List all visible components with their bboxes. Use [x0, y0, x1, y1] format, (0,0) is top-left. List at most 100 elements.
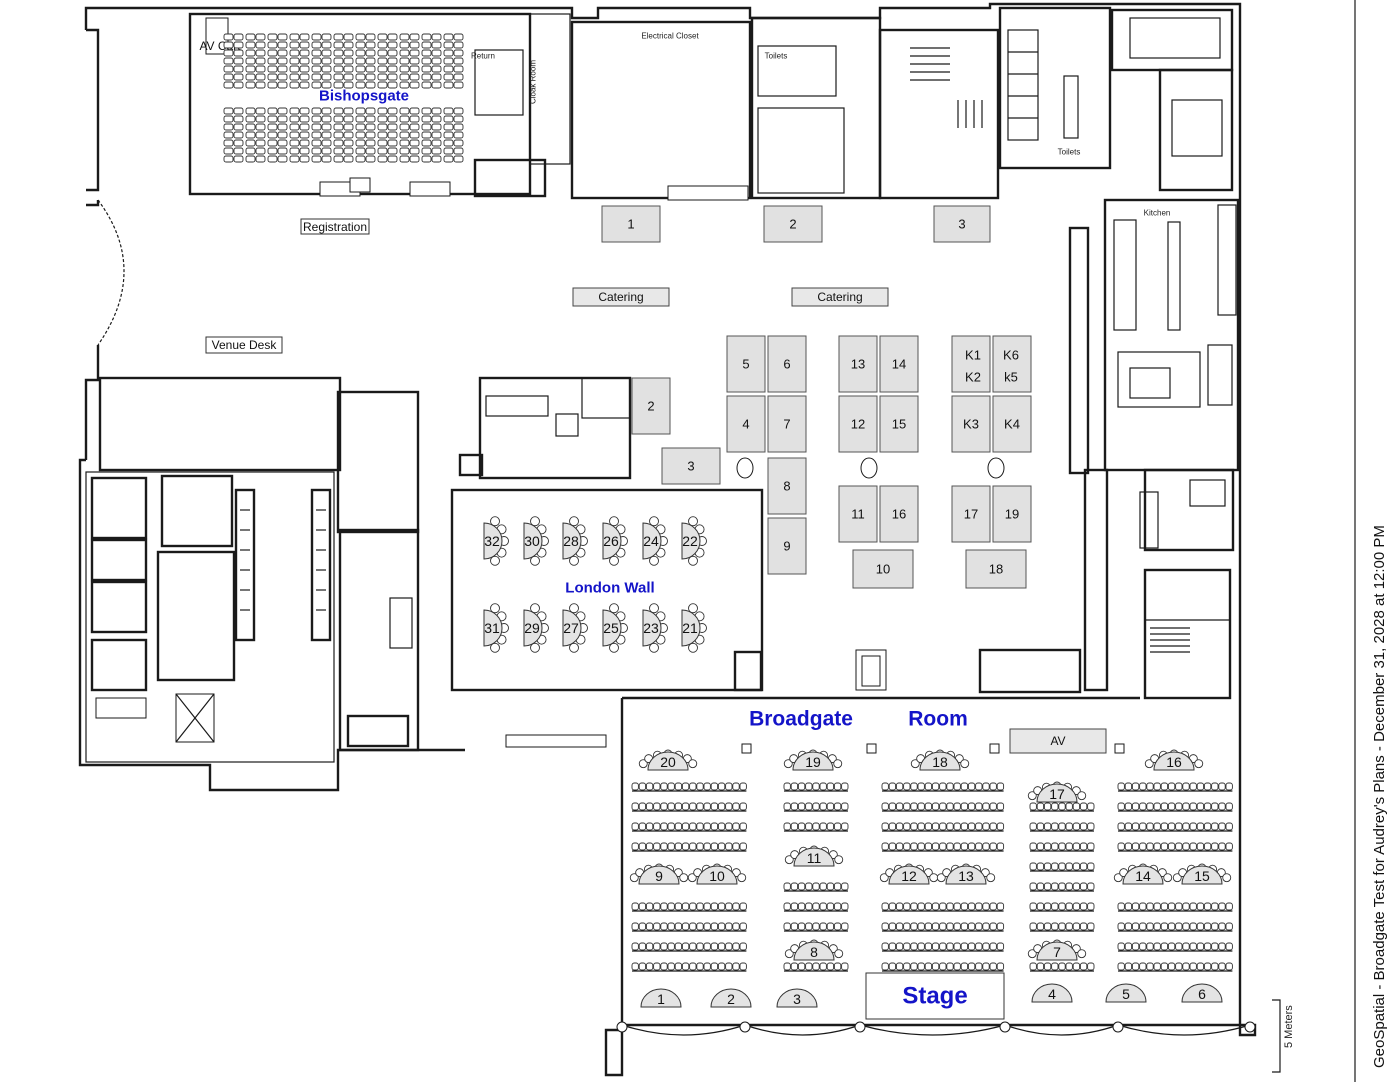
table-number: 26	[603, 533, 619, 549]
bishopsgate-room-name: Bishopsgate	[319, 88, 409, 105]
broadgate-table: 7	[1027, 939, 1087, 961]
table-number: 13	[958, 868, 974, 884]
booth-label: 4	[742, 417, 749, 432]
left-wing	[85, 376, 607, 763]
broadgate-table: 3	[776, 988, 818, 1008]
broadgate-seating-rows	[631, 782, 1233, 972]
table-number: 19	[805, 754, 821, 770]
booth-label: 7	[783, 417, 790, 432]
outer-walls	[78, 2, 1257, 1077]
booth-label: 2	[647, 399, 654, 414]
seat-row	[1117, 822, 1233, 832]
av-label: AV	[1050, 734, 1065, 748]
broadgate-table: 12	[879, 863, 939, 885]
seat-row	[783, 962, 849, 972]
booth-label: 9	[783, 539, 790, 554]
registration-label: Registration	[303, 220, 367, 234]
booth-K3: K3	[951, 395, 991, 453]
booth-label: 15	[892, 417, 906, 432]
booth-18: 18	[965, 549, 1027, 589]
kitchen	[1068, 198, 1240, 475]
london-wall-room-name: London Wall	[565, 580, 654, 597]
scale-bar: 5 Meters	[1272, 999, 1295, 1073]
seat-row	[1029, 962, 1095, 972]
seat-row	[783, 882, 849, 892]
booth-3: 3	[933, 205, 991, 243]
booth-label-K2: K2	[965, 370, 981, 385]
booth-label: 10	[876, 562, 890, 577]
electrical-closet	[570, 20, 752, 200]
seat-row	[631, 822, 747, 832]
seat-row	[1029, 922, 1095, 932]
booth-label: 5	[742, 357, 749, 372]
seat-row	[631, 942, 747, 952]
stage-label: Stage	[902, 983, 967, 1010]
london-wall-table: 29	[523, 603, 549, 653]
seat-row	[783, 902, 849, 912]
table-number: 16	[1166, 754, 1182, 770]
table-number: 3	[793, 991, 801, 1007]
table-number: 6	[1198, 986, 1206, 1002]
booth-19: 19	[992, 485, 1032, 543]
escalators	[234, 488, 332, 642]
electrical-closet-label: Electrical Closet	[641, 32, 699, 41]
toilets-label-2: Toilets	[1058, 148, 1081, 157]
broadgate-table: 4	[1031, 983, 1073, 1003]
booth-label: 17	[964, 507, 978, 522]
seat-row	[1117, 802, 1233, 812]
booth-K4: K4	[992, 395, 1032, 453]
london-wall-table: 21	[681, 603, 707, 653]
booth-label: 6	[783, 357, 790, 372]
booth-label: 3	[687, 459, 694, 474]
table-number: 22	[682, 533, 698, 549]
broadgate-table: 11	[784, 845, 844, 867]
seat-row	[1029, 822, 1095, 832]
table-number: 12	[901, 868, 917, 884]
broadgate-table: 9	[629, 863, 689, 885]
cocktail-table	[860, 457, 878, 479]
seat-row	[1117, 922, 1233, 932]
booth-label-K6: K6	[1003, 348, 1019, 363]
seat-row	[631, 902, 747, 912]
broadgate-table: 15	[1172, 863, 1232, 885]
booth-2: 2	[763, 205, 823, 243]
seat-row	[881, 902, 1005, 912]
table-number: 2	[727, 991, 735, 1007]
london-wall-table: 25	[602, 603, 628, 653]
table-number: 7	[1053, 944, 1061, 960]
bottom-scallop-wall	[616, 1021, 1256, 1036]
booth-label: 13	[851, 357, 865, 372]
seat-row	[1117, 842, 1233, 852]
booth-12: 12	[838, 395, 878, 453]
cocktail-table	[987, 457, 1005, 479]
table-number: 4	[1048, 986, 1056, 1002]
seat-row	[783, 782, 849, 792]
broadgate-table: 6	[1181, 983, 1223, 1003]
seat-row	[1117, 902, 1233, 912]
broadgate-table: 14	[1113, 863, 1173, 885]
venue-desk-label: Venue Desk	[212, 338, 278, 352]
booth-15: 15	[879, 395, 919, 453]
room-labels: AV Cart Electrical Closet Toilets Toilet…	[199, 32, 1170, 731]
booth-10: 10	[852, 549, 914, 589]
seat-row	[631, 782, 747, 792]
seat-row	[881, 962, 1005, 972]
broadgate-room-name-2: Room	[908, 708, 968, 731]
seat-row	[1117, 782, 1233, 792]
broadgate-table: 5	[1105, 983, 1147, 1003]
booth-8: 8	[767, 457, 807, 515]
booth-label: 11	[851, 507, 865, 522]
booth-3: 3	[661, 447, 721, 485]
cocktail-table	[736, 457, 754, 479]
london-wall-table: 32	[483, 516, 509, 566]
seat-row	[881, 922, 1005, 932]
seat-row	[881, 942, 1005, 952]
side-caption: GeoSpatial - Broadgate Test for Audrey's…	[1371, 525, 1388, 1068]
cloak-room-label: Cloak Room	[529, 60, 538, 104]
seat-row	[881, 802, 1005, 812]
booth-11: 11	[838, 485, 878, 543]
broadgate-table: 19	[783, 749, 843, 771]
seat-row	[783, 922, 849, 932]
